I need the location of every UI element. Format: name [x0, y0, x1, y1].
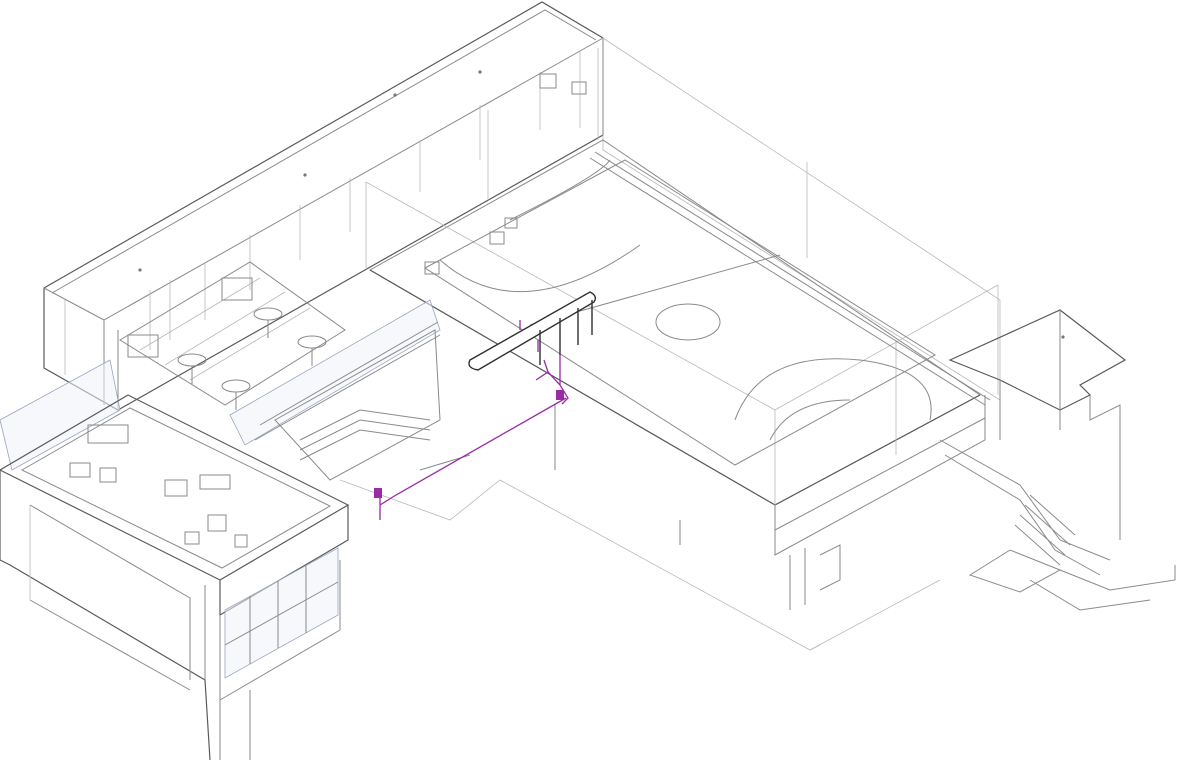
overhead-duct-icon[interactable] — [468, 291, 597, 371]
court-goal-arc-left — [439, 244, 641, 293]
court-enclosure — [365, 37, 1001, 556]
glazed-facade — [0, 299, 441, 471]
fixture-icon — [539, 73, 557, 89]
sports-court — [424, 159, 936, 466]
stair-east — [939, 439, 1176, 611]
roof-light-icon — [393, 93, 397, 97]
court-center-circle — [655, 303, 721, 341]
valve-icon[interactable] — [374, 488, 382, 498]
stair-central — [274, 329, 471, 481]
seating-terrace — [119, 261, 346, 410]
roof-light-icon — [138, 268, 142, 272]
curtain-wall-icon — [224, 547, 339, 679]
roof-light-icon — [303, 173, 307, 177]
fixture-icon — [489, 231, 505, 245]
planter-boxes-icon — [69, 424, 248, 548]
fixture-icon — [504, 217, 518, 229]
roof-light-icon — [1061, 335, 1065, 339]
front-block — [0, 394, 350, 761]
fixture-icon — [571, 81, 587, 95]
valve-icon[interactable] — [556, 390, 564, 400]
court-goal-arc-right — [734, 358, 932, 421]
roof-light-icon — [478, 70, 482, 74]
side-block — [948, 309, 1127, 540]
fixture-icon — [424, 261, 440, 275]
round-table-chairs-icon — [127, 277, 327, 410]
wall-fixtures — [424, 73, 587, 275]
mep-system[interactable] — [374, 291, 597, 520]
pipe-duct-icon[interactable] — [374, 320, 569, 520]
ground-slab — [339, 405, 941, 651]
